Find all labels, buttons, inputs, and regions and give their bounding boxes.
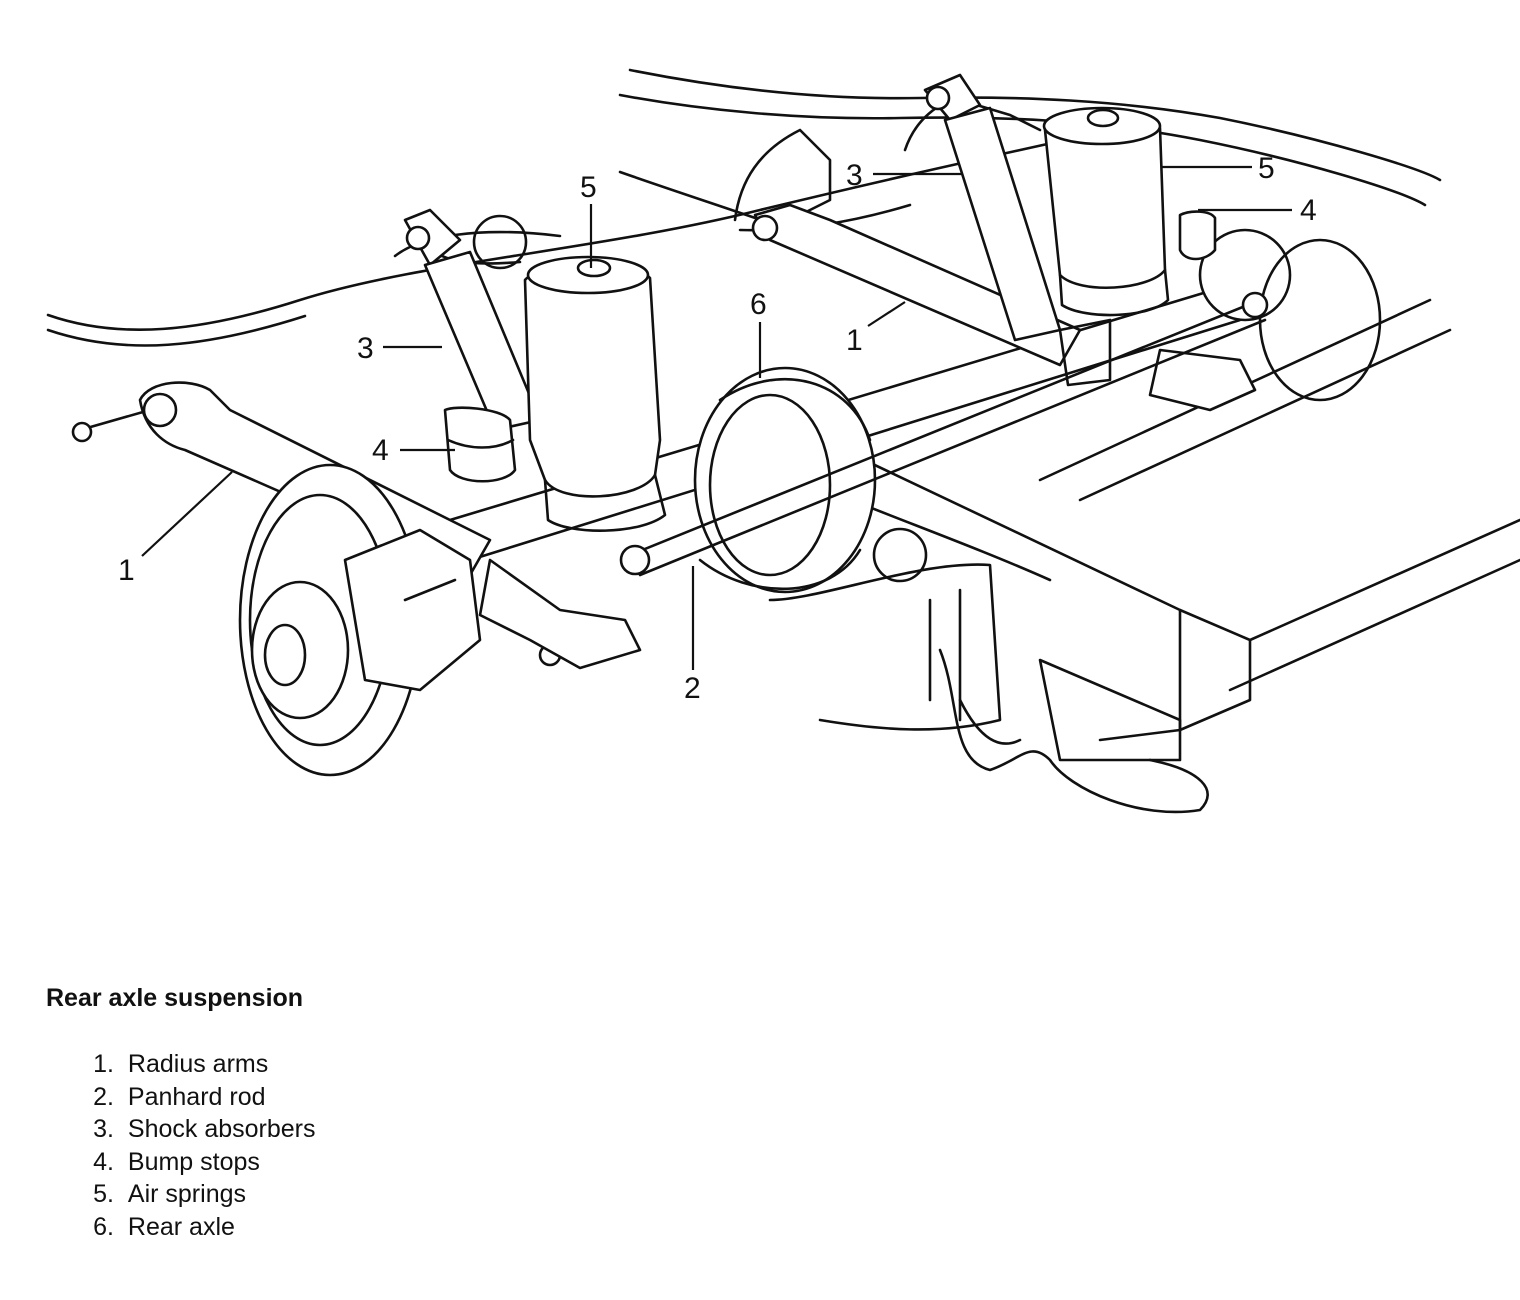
callout-1-right: 1 bbox=[846, 324, 863, 357]
callout-4-left: 4 bbox=[372, 434, 389, 467]
legend-label: Bump stops bbox=[127, 1147, 260, 1176]
air-spring-right bbox=[1042, 106, 1170, 387]
legend-label: Radius arms bbox=[127, 1050, 269, 1078]
callout-3-left: 3 bbox=[357, 332, 374, 365]
legend-label: Shock absorbers bbox=[127, 1115, 316, 1144]
callout-1-left: 1 bbox=[118, 554, 135, 587]
wheel-hub-assembly bbox=[238, 463, 642, 777]
callout-6: 6 bbox=[750, 288, 767, 321]
legend-item: 5. Air springs bbox=[70, 1178, 316, 1211]
figure-caption: Rear axle suspension bbox=[46, 984, 304, 1012]
parts-legend: 1. Radius arms 2. Panhard rod 3. Shock a… bbox=[70, 1048, 316, 1244]
legend-item: 4. Bump stops bbox=[70, 1146, 316, 1179]
legend-number: 5. bbox=[93, 1180, 114, 1209]
air-spring-left bbox=[523, 255, 667, 532]
legend-label: Panhard rod bbox=[127, 1082, 266, 1111]
legend-item: 1. Radius arms bbox=[70, 1048, 316, 1081]
legend-label: Air springs bbox=[127, 1180, 246, 1209]
callout-2: 2 bbox=[684, 672, 701, 705]
rear-axle bbox=[448, 283, 1242, 594]
legend-number: 1. bbox=[93, 1050, 114, 1078]
suspension-illustration: 1 1 2 3 3 4 4 5 5 6 bbox=[46, 68, 1520, 814]
legend-number: 2. bbox=[93, 1082, 114, 1111]
callout-5-right: 5 bbox=[1258, 152, 1275, 185]
legend-item: 2. Panhard rod bbox=[70, 1081, 316, 1114]
legend-label: Rear axle bbox=[127, 1212, 235, 1241]
bump-stop-left bbox=[443, 406, 517, 483]
callouts: 1 1 2 3 3 4 4 5 5 6 bbox=[118, 152, 1317, 705]
legend-number: 3. bbox=[93, 1115, 114, 1144]
legend-number: 4. bbox=[93, 1147, 114, 1176]
legend-number: 6. bbox=[93, 1212, 114, 1241]
wheel-hub-right bbox=[1148, 228, 1382, 412]
callout-4-right: 4 bbox=[1300, 194, 1317, 227]
legend-item: 6. Rear axle bbox=[70, 1211, 316, 1244]
callout-5-left: 5 bbox=[580, 171, 597, 204]
legend-item: 3. Shock absorbers bbox=[70, 1113, 316, 1146]
panhard-rod bbox=[619, 291, 1269, 577]
callout-3-right: 3 bbox=[846, 159, 863, 192]
radius-arm-right bbox=[751, 203, 1082, 367]
bump-stop-right bbox=[1178, 210, 1217, 261]
shock-absorber-left bbox=[403, 208, 542, 432]
